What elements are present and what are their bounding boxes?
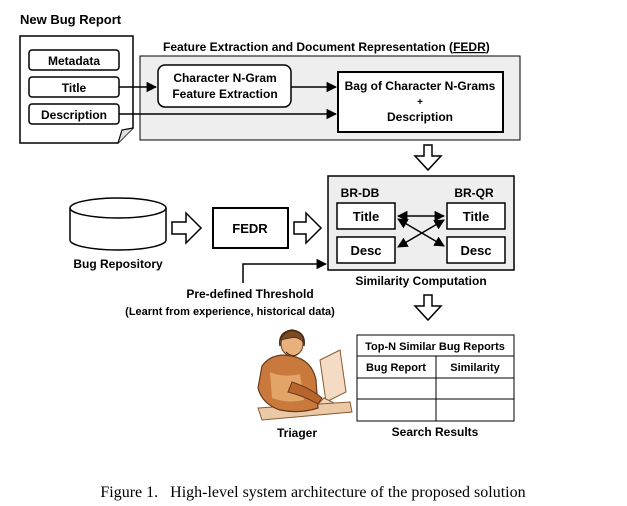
threshold-line-1: Pre-defined Threshold (186, 287, 313, 301)
description-label: Description (41, 108, 107, 122)
repository-to-fedr-block-arrow (171, 211, 203, 245)
figure-caption: Figure 1. High-level system architecture… (100, 484, 525, 501)
results-table (356, 334, 515, 422)
br-qr-header: BR-QR (454, 186, 494, 200)
metadata-field (28, 49, 120, 71)
search-results-caption: Search Results (392, 425, 479, 439)
br-db-title-label: Title (353, 209, 380, 224)
repository-fedr-box (212, 207, 289, 249)
br-db-desc-label: Desc (350, 243, 381, 258)
ngram-line-2: Feature Extraction (172, 87, 277, 101)
br-qr-title-label: Title (463, 209, 490, 224)
bug-repository-top (69, 197, 167, 219)
br-db-header: BR-DB (341, 186, 380, 200)
fedr-to-similarity-right-arrow (293, 211, 323, 245)
document-fold (117, 127, 134, 144)
similarity-to-results-block-arrow (413, 294, 443, 322)
bag-line-3: Description (387, 110, 453, 124)
threshold-arrow (242, 258, 328, 283)
results-table-title: Top-N Similar Bug Reports (365, 341, 505, 353)
br-db-title-box (336, 202, 396, 230)
bag-of-ngrams-box (337, 71, 504, 133)
br-qr-title-box (446, 202, 506, 230)
ngram-line-1: Character N-Gram (173, 71, 276, 85)
br-db-desc-box (336, 236, 396, 264)
ngram-extraction-box (157, 64, 292, 108)
triager-label: Triager (277, 426, 317, 440)
threshold-line-2: (Learnt from experience, historical data… (125, 306, 335, 318)
fedr-panel-title: Feature Extraction and Document Represen… (163, 40, 490, 54)
br-qr-desc-label: Desc (460, 243, 491, 258)
similarity-caption: Similarity Computation (355, 274, 486, 288)
fedr-to-similarity-block-arrow (413, 144, 443, 172)
new-bug-report-title: New Bug Report (20, 12, 122, 27)
br-qr-desc-box (446, 236, 506, 264)
bag-line-1: Bag of Character N-Grams (345, 79, 496, 93)
title-label: Title (62, 81, 87, 95)
desc-title-arrow (397, 219, 445, 248)
bug-repository-label: Bug Repository (73, 257, 163, 271)
bug-repository-cylinder (69, 208, 167, 251)
results-column-bug-report: Bug Report (366, 362, 426, 374)
repository-fedr-label: FEDR (232, 221, 268, 236)
triager-illustration (257, 329, 353, 421)
bag-line-2: + (417, 97, 423, 108)
results-column-similarity: Similarity (450, 362, 500, 374)
metadata-label: Metadata (48, 54, 100, 68)
